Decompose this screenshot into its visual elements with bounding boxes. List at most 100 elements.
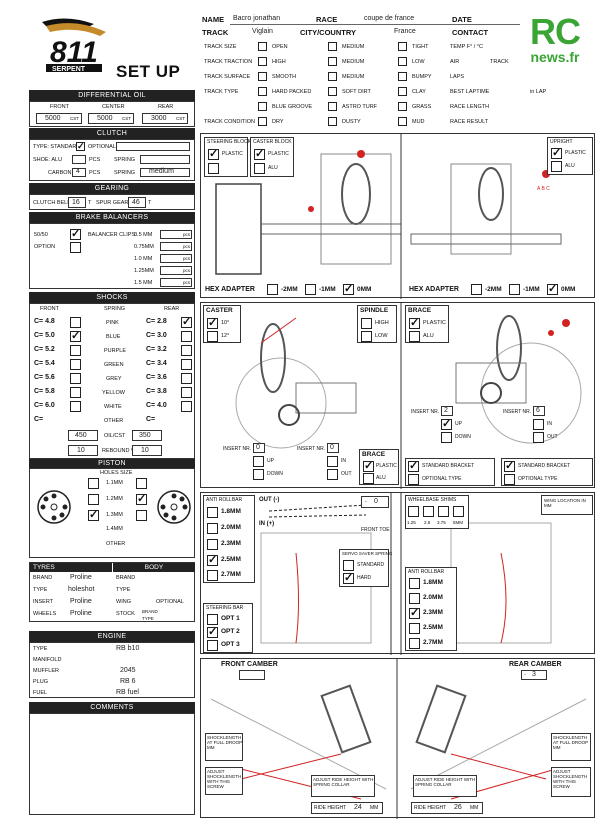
brake-option-checkbox[interactable] <box>70 242 81 253</box>
clutch-spring-field-2[interactable]: medium <box>140 168 190 177</box>
arb-rear-18-checkbox[interactable] <box>409 578 420 589</box>
steering-opt3-checkbox[interactable] <box>207 640 218 651</box>
brace-front-plastic-checkbox[interactable]: ✓ <box>363 460 374 472</box>
arb-front-25-checkbox[interactable]: ✓ <box>207 554 218 566</box>
upright-alu-checkbox[interactable] <box>551 161 562 172</box>
brace-rear-alu-checkbox[interactable] <box>409 331 420 342</box>
tyre-brand-value[interactable]: Proline <box>70 574 92 581</box>
name-value[interactable]: Bacro jonathan <box>233 15 281 22</box>
insert1-down-checkbox[interactable] <box>253 469 264 480</box>
opt-type-right-checkbox[interactable] <box>504 474 515 485</box>
wb-25-checkbox[interactable] <box>423 506 434 517</box>
diff-front-field[interactable]: 5000 CST <box>36 113 82 124</box>
std-bracket-right-checkbox[interactable]: ✓ <box>504 460 515 472</box>
arb-rear-25-checkbox[interactable] <box>409 623 420 634</box>
clip-field-4[interactable]: pcs <box>160 266 192 275</box>
arb-rear-20-checkbox[interactable] <box>409 593 420 604</box>
front-c-checkbox-2[interactable]: ✓ <box>70 330 81 342</box>
rear-camber-field[interactable]: - 3 <box>521 670 547 680</box>
insert3-down-checkbox[interactable] <box>441 432 452 443</box>
brace-front-alu-checkbox[interactable] <box>363 473 374 484</box>
rear-c-checkbox-1[interactable]: ✓ <box>181 316 192 328</box>
clutch-spring-field-1[interactable] <box>140 155 190 164</box>
insert-nr-field-2[interactable]: 0 <box>327 443 339 453</box>
brace-rear-plastic-checkbox[interactable]: ✓ <box>409 317 420 329</box>
rebound-rear-field[interactable]: 10 <box>132 445 162 456</box>
front-c-checkbox-4[interactable] <box>70 359 81 370</box>
upright-plastic-checkbox[interactable]: ✓ <box>551 147 562 159</box>
engine-plug-value[interactable]: RB 6 <box>120 678 136 685</box>
city-value[interactable]: France <box>394 28 416 35</box>
insert2-in-checkbox[interactable] <box>327 456 338 467</box>
hex-front-0mm-checkbox[interactable]: ✓ <box>343 283 354 295</box>
spur-gear-field[interactable]: 46 <box>128 197 146 208</box>
hex-rear-1mm-checkbox[interactable] <box>509 284 520 295</box>
clutch-shoe-field[interactable] <box>72 155 86 164</box>
rear-c-checkbox-3[interactable] <box>181 345 192 356</box>
spindle-low-checkbox[interactable] <box>361 331 372 342</box>
front-c-checkbox-7[interactable] <box>70 401 81 412</box>
steering-opt2-checkbox[interactable]: ✓ <box>207 626 218 638</box>
clip-field-1[interactable]: pcs <box>160 230 192 239</box>
rear-c-checkbox-2[interactable] <box>181 331 192 342</box>
clutch-optional-field[interactable] <box>116 142 190 151</box>
caster-alu-checkbox[interactable] <box>254 163 265 174</box>
diff-rear-field[interactable]: 3000 CST <box>142 113 188 124</box>
clutch-bell-field[interactable]: 16 <box>68 197 86 208</box>
checkbox-soft-dirt[interactable] <box>328 87 337 96</box>
arb-front-23-checkbox[interactable] <box>207 539 218 550</box>
rear-c-checkbox-6[interactable] <box>181 387 192 398</box>
clip-field-2[interactable]: pcs <box>160 242 192 251</box>
front-camber-field[interactable] <box>239 670 265 680</box>
comments-field[interactable] <box>29 713 195 815</box>
insert-nr-field-1[interactable]: 0 <box>253 443 265 453</box>
piston-11-left-checkbox[interactable] <box>88 478 99 489</box>
steering-opt1-checkbox[interactable] <box>207 614 218 625</box>
insert4-in-checkbox[interactable] <box>533 419 544 430</box>
checkbox-clay[interactable] <box>398 87 407 96</box>
servo-standard-checkbox[interactable] <box>343 560 354 571</box>
checkbox-open[interactable] <box>258 42 267 51</box>
oil-front-field[interactable]: 450 <box>68 430 98 441</box>
hex-rear-0mm-checkbox[interactable]: ✓ <box>547 283 558 295</box>
diff-center-field[interactable]: 5000 CST <box>88 113 134 124</box>
wb-125-checkbox[interactable] <box>408 506 419 517</box>
arb-front-18-checkbox[interactable] <box>207 507 218 518</box>
tyre-type-value[interactable]: holeshot <box>68 586 95 593</box>
checkbox-high[interactable] <box>258 57 267 66</box>
arb-rear-23-checkbox[interactable]: ✓ <box>409 607 420 619</box>
rebound-front-field[interactable]: 10 <box>68 445 98 456</box>
checkbox-medium-traction[interactable] <box>328 57 337 66</box>
caster-12-checkbox[interactable] <box>207 331 218 342</box>
engine-fuel-value[interactable]: RB fuel <box>116 689 139 696</box>
arb-front-27-checkbox[interactable] <box>207 570 218 581</box>
rear-c-checkbox-4[interactable] <box>181 359 192 370</box>
opt-type-left-checkbox[interactable] <box>408 474 419 485</box>
insert2-out-checkbox[interactable] <box>327 469 338 480</box>
insert3-up-checkbox[interactable]: ✓ <box>441 418 452 430</box>
front-c-checkbox-6[interactable] <box>70 387 81 398</box>
steering-plastic-checkbox[interactable]: ✓ <box>208 148 219 160</box>
clutch-standard-checkbox[interactable]: ✓ <box>76 141 85 151</box>
insert-nr-field-4[interactable]: 6 <box>533 406 545 416</box>
arb-rear-27-checkbox[interactable] <box>409 638 420 649</box>
std-bracket-left-checkbox[interactable]: ✓ <box>408 460 419 472</box>
checkbox-dry[interactable] <box>258 117 267 126</box>
clip-field-5[interactable]: pcs <box>160 278 192 287</box>
checkbox-hard-packed[interactable] <box>258 87 267 96</box>
checkbox-mud[interactable] <box>398 117 407 126</box>
front-c-checkbox-3[interactable] <box>70 345 81 356</box>
insert4-out-checkbox[interactable] <box>533 432 544 443</box>
checkbox-blue-groove[interactable] <box>258 102 267 111</box>
spindle-high-checkbox[interactable] <box>361 318 372 329</box>
front-ride-height-field[interactable]: RIDE HEIGHT 24 MM <box>311 802 383 814</box>
piston-12-left-checkbox[interactable] <box>88 494 99 505</box>
checkbox-low[interactable] <box>398 57 407 66</box>
clutch-carbon-field[interactable]: 4 <box>72 168 86 177</box>
steering-alu-checkbox[interactable] <box>208 163 219 174</box>
tyre-insert-value[interactable]: Proline <box>70 598 92 605</box>
track-value[interactable]: Viglain <box>252 28 273 35</box>
checkbox-astro-turf[interactable] <box>328 102 337 111</box>
brake-5050-checkbox[interactable]: ✓ <box>70 228 81 240</box>
rear-c-checkbox-7[interactable] <box>181 401 192 412</box>
